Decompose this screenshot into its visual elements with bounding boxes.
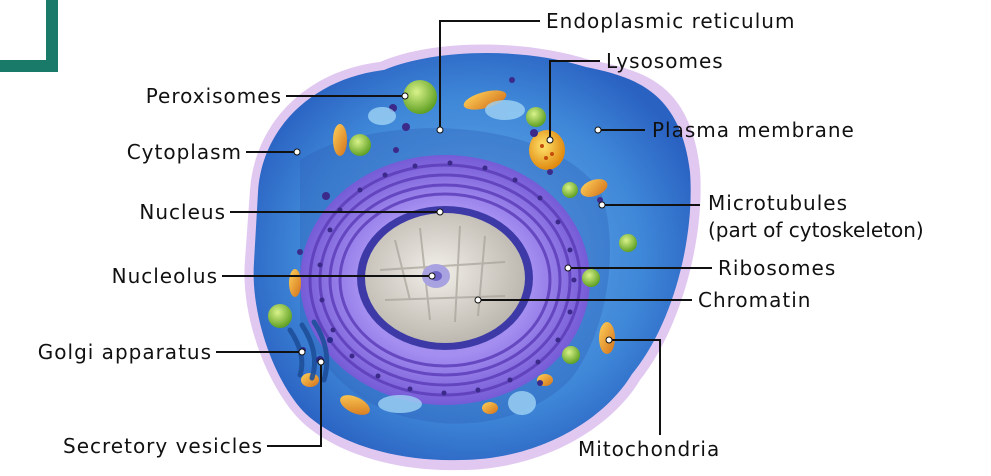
label-nucleolus: Nucleolus — [80, 265, 218, 287]
label-secretory-vesicles: Secretory vesicles — [10, 435, 263, 457]
label-nucleus: Nucleus — [90, 201, 226, 223]
label-endoplasmic-reticulum: Endoplasmic reticulum — [546, 10, 795, 32]
label-plasma-membrane: Plasma membrane — [652, 119, 855, 141]
label-mitochondria: Mitochondria — [578, 438, 720, 460]
label-lysosomes: Lysosomes — [606, 50, 724, 72]
label-peroxisomes: Peroxisomes — [100, 85, 282, 107]
label-microtubules: Microtubules — [708, 192, 848, 214]
label-ribosomes: Ribosomes — [718, 257, 836, 279]
label-golgi-apparatus: Golgi apparatus — [0, 341, 212, 363]
label-chromatin: Chromatin — [698, 289, 811, 311]
label-microtubules-sub: (part of cytoskeleton) — [708, 219, 924, 241]
label-cytoplasm: Cytoplasm — [90, 141, 242, 163]
